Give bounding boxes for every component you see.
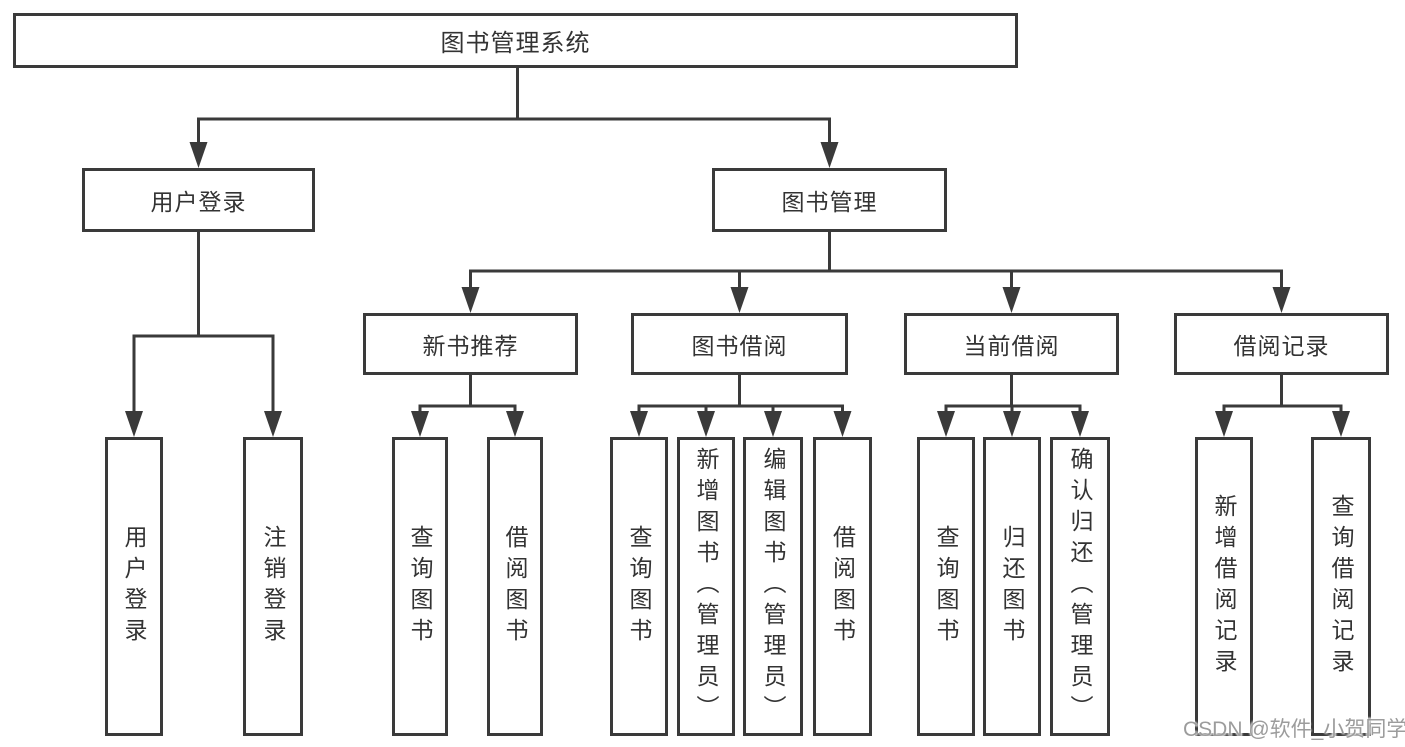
node-book-borrow: 图书借阅 (631, 313, 848, 375)
leaf-query-borrow-record: 查询借阅记录 (1311, 437, 1371, 736)
node-root: 图书管理系统 (13, 13, 1018, 68)
connector-root-to-branches (197, 66, 831, 148)
leaf-user-login: 用户登录 (105, 437, 163, 736)
connector-book-mgmt-children (469, 230, 1283, 293)
leaf-return-books: 归还图书 (983, 437, 1041, 736)
connector-book-borrow-children (637, 373, 844, 417)
node-book-management: 图书管理 (712, 168, 947, 232)
leaf-confirm-return-admin: 确认归还（管理员） (1050, 437, 1110, 736)
leaf-borrow-books-rec: 借阅图书 (487, 437, 543, 736)
node-new-book-recommend: 新书推荐 (363, 313, 578, 375)
leaf-add-borrow-record: 新增借阅记录 (1195, 437, 1253, 736)
leaf-edit-books-admin: 编辑图书（管理员） (743, 437, 803, 736)
node-current-borrow: 当前借阅 (904, 313, 1119, 375)
connector-current-borrow-children (944, 373, 1082, 417)
leaf-query-books-current: 查询图书 (917, 437, 975, 736)
connector-user-login-children (132, 230, 275, 417)
csdn-watermark: CSDN @软件_小贺同学 (1183, 718, 1405, 741)
leaf-add-books-admin: 新增图书（管理员） (677, 437, 735, 736)
node-borrow-records: 借阅记录 (1174, 313, 1389, 375)
connector-borrow-records-children (1222, 373, 1343, 417)
leaf-query-books-borrow: 查询图书 (610, 437, 668, 736)
connector-new-rec-children (418, 373, 517, 417)
leaf-borrow-books-borrow: 借阅图书 (813, 437, 872, 736)
leaf-query-books-rec: 查询图书 (392, 437, 448, 736)
leaf-logout-login: 注销登录 (243, 437, 303, 736)
node-user-login: 用户登录 (82, 168, 315, 232)
